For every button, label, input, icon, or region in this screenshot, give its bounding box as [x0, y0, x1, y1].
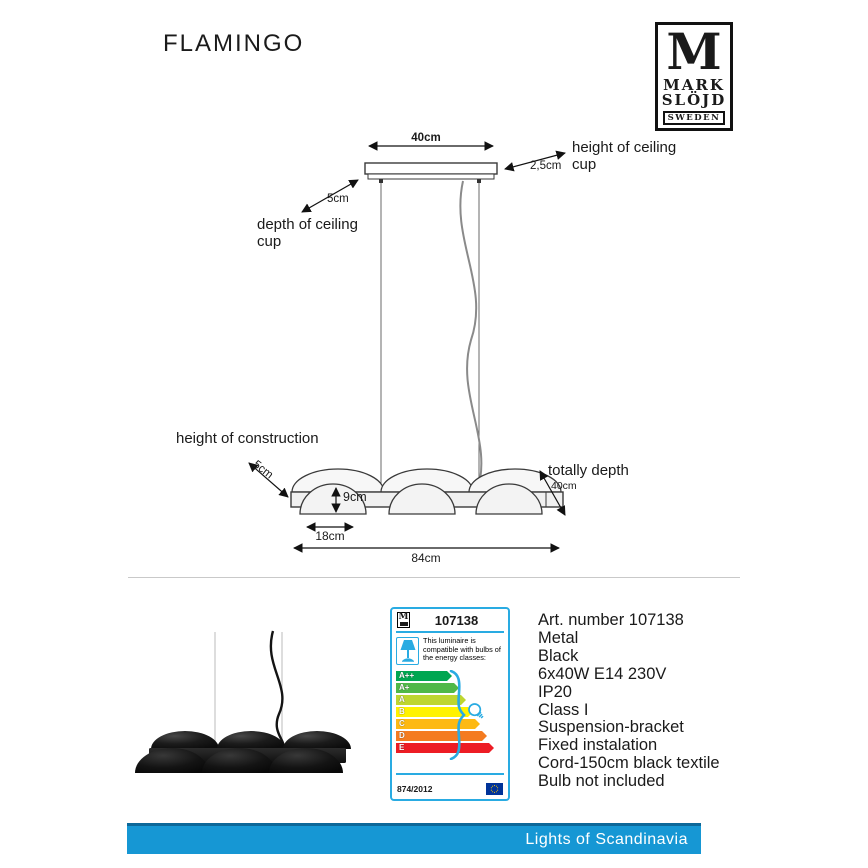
ceiling-bracket-lip: [367, 173, 495, 180]
construction-height-label: height of construction: [176, 430, 319, 447]
wire-mount-right: [477, 179, 481, 183]
dim-top-width-label: 40cm: [411, 132, 441, 144]
ceiling-cup-height-value: 2,5cm: [530, 160, 562, 172]
ceiling-cup-depth-label: depth of ceiling cup: [257, 216, 358, 250]
energy-class-letter: E: [399, 743, 405, 752]
photo-shade-front-1: [135, 748, 209, 773]
energy-brand-monogram: M: [398, 612, 409, 622]
energy-class-row: E: [396, 743, 508, 753]
spec-line: Suspension-bracket: [538, 718, 684, 737]
energy-class-arrow: E: [396, 743, 494, 753]
energy-class-row: A++: [396, 671, 508, 681]
photo-shade-back-3: [283, 731, 351, 749]
energy-class-arrow: A++: [396, 671, 452, 681]
energy-class-row: C: [396, 719, 508, 729]
energy-label-header: M 107138: [392, 609, 508, 629]
energy-class-letter: A++: [399, 671, 415, 680]
brace-icon: [449, 670, 466, 760]
energy-brand-wordmark: [399, 622, 408, 626]
photo-shade-back-2: [217, 731, 285, 749]
energy-class-arrow: A: [396, 695, 466, 705]
brand-monogram: M: [666, 22, 722, 81]
brand-name-line2: SLÖJD: [661, 91, 727, 109]
lamp-shade-back-2: [380, 468, 474, 493]
bulb-icon: [468, 703, 484, 719]
dim-cup-height-arrow: [504, 150, 566, 172]
photo-shade-front-2: [202, 748, 276, 773]
energy-class-row: A: [396, 695, 508, 705]
spec-line: Cord-150cm black textile: [538, 754, 720, 773]
energy-label: M 107138 This luminaire is compatible wi…: [390, 607, 510, 801]
energy-class-row: D: [396, 731, 508, 741]
energy-class-letter: A+: [399, 683, 410, 692]
energy-class-arrow: B: [396, 707, 473, 717]
wire-mount-left: [379, 179, 383, 183]
energy-article-number: 107138: [434, 612, 479, 628]
energy-divider-bottom: [396, 773, 504, 775]
table-lamp-icon: [396, 637, 419, 665]
total-depth-label: totally depth: [548, 462, 629, 479]
energy-class-row: A+: [396, 683, 508, 693]
spec-line: Fixed instalation: [538, 736, 658, 755]
ceiling-cup-height-label: height of ceiling cup: [572, 139, 677, 173]
energy-class-letter: C: [399, 719, 405, 728]
energy-class-arrow: C: [396, 719, 480, 729]
eu-flag-icon: [486, 783, 503, 795]
photo-cord: [269, 630, 285, 750]
dim-total-depth-arrow: [539, 470, 566, 516]
energy-regulation: 874/2012: [397, 784, 433, 794]
spec-line: Class I: [538, 700, 589, 719]
ceiling-cup-depth-value: 5cm: [327, 193, 349, 205]
ceiling-bracket: [364, 162, 498, 175]
product-photo: [135, 630, 351, 773]
page-title: FLAMINGO: [163, 30, 305, 57]
energy-class-arrow: A+: [396, 683, 459, 693]
footer-bar: Lights of Scandinavia: [127, 823, 701, 854]
spec-line: Bulb not included: [538, 772, 665, 791]
energy-class-letter: B: [399, 707, 405, 716]
spec-line: Black: [538, 646, 579, 665]
energy-class-letter: D: [399, 731, 405, 740]
total-width-value: 84cm: [411, 551, 441, 565]
energy-brand-logo: M: [397, 612, 410, 628]
energy-description: This luminaire is compatible with bulbs …: [423, 636, 501, 663]
energy-class-arrow: D: [396, 731, 487, 741]
spec-line: Art. number 107138: [538, 611, 684, 629]
spec-line: 6x40W E14 230V: [538, 664, 667, 683]
photo-shade-front-3: [269, 748, 343, 773]
photo-shade-back-1: [151, 731, 219, 749]
energy-class-row: B: [396, 707, 508, 717]
footer-label: Lights of Scandinavia: [525, 831, 688, 848]
section-divider: [128, 577, 740, 578]
energy-divider-top: [396, 631, 504, 633]
lamp-shade-front-2: [388, 483, 456, 515]
total-depth-value: 40cm: [551, 480, 577, 492]
shade-height-value: 9cm: [343, 490, 367, 504]
dim-construction-height-arrow: [248, 462, 289, 498]
brand-country: SWEDEN: [662, 111, 726, 125]
energy-class-letter: A: [399, 695, 405, 704]
pendant-diagram: [290, 162, 564, 515]
brand-name-line1: MARK: [663, 76, 725, 94]
spec-line: Metal: [538, 628, 579, 647]
spec-line: IP20: [538, 682, 572, 701]
dim-cup-depth-arrow: [301, 179, 359, 213]
brand-logo: M MARK SLÖJD SWEDEN: [655, 22, 733, 131]
shade-width-value: 18cm: [315, 529, 345, 543]
dimension-arrows: [248, 141, 566, 553]
lamp-shade-back-1: [291, 468, 385, 493]
power-cord: [459, 180, 483, 493]
